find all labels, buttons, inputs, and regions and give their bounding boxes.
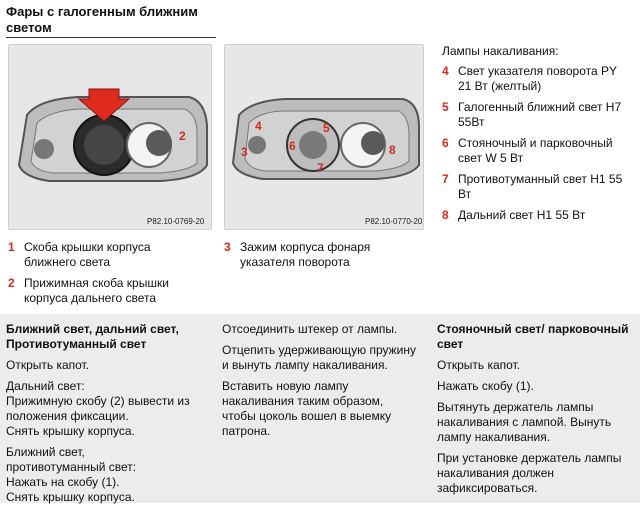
- lamp-4-text: Свет указателя поворота PY 21 Вт (желтый…: [458, 64, 617, 93]
- caption-1-text: Скоба крышки корпуса ближнего света: [24, 240, 151, 269]
- caption-2-text: Прижимная скоба крышки корпуса дальнего …: [24, 276, 169, 305]
- photo1-label-2: 2: [179, 129, 186, 143]
- lamp-item-8: 8 Дальний свет H1 55 Вт: [442, 208, 638, 223]
- column-1-step-3: Ближний свет, противотуманный свет: Нажа…: [6, 445, 137, 504]
- caption-1-number: 1: [8, 240, 15, 254]
- lamp-7-text: Противотуманный свет H1 55 Вт: [458, 172, 623, 201]
- photo2-label-7: 7: [317, 161, 324, 175]
- photo2-label-5: 5: [323, 121, 330, 135]
- lamp-5-text: Галогенный ближний свет H7 55Вт: [458, 100, 622, 129]
- column-1-step-2: Дальний свет: Прижимную скобу (2) вывест…: [6, 379, 190, 438]
- column-2-step-3: Вставить новую лампу накаливания таким о…: [222, 379, 392, 438]
- caption-2-number: 2: [8, 276, 15, 290]
- lamp-5-number: 5: [442, 100, 449, 114]
- lamp-7-number: 7: [442, 172, 449, 186]
- instructions-column-2: Отсоединить штекер от лампы. Отцепить уд…: [222, 322, 418, 445]
- lamp-8-number: 8: [442, 208, 449, 222]
- caption-1: 1 Скоба крышки корпуса ближнего света: [8, 240, 208, 270]
- instructions-column-1: Ближний свет, дальний свет, Противотуман…: [6, 322, 201, 511]
- column-2-step-1: Отсоединить штекер от лампы.: [222, 322, 398, 336]
- photo1-code: P82.10-0769-20: [147, 217, 205, 226]
- photo2-code: P82.10-0770-20: [365, 217, 423, 226]
- lamp-6-number: 6: [442, 136, 449, 150]
- lamp-8-text: Дальний свет H1 55 Вт: [458, 208, 586, 222]
- lamps-heading: Лампы накаливания:: [442, 44, 559, 58]
- photo2-label-8: 8: [389, 143, 396, 157]
- column-1-step-1: Открыть капот.: [6, 358, 90, 372]
- lamp-item-6: 6 Стояночный и парковочный свет W 5 Вт: [442, 136, 638, 166]
- column-3-step-4: При установке держатель лампы накаливани…: [437, 451, 622, 495]
- caption-2: 2 Прижимная скоба крышки корпуса дальнего…: [8, 276, 208, 306]
- lamp-4-number: 4: [442, 64, 449, 78]
- headlamp-photo-2: 4 5 6 7 3 8 P82.10-0770-20: [224, 44, 424, 230]
- lamp-6-text: Стояночный и парковочный свет W 5 Вт: [458, 136, 613, 165]
- lamp-item-7: 7 Противотуманный свет H1 55 Вт: [442, 172, 638, 202]
- title-rule: [6, 37, 216, 38]
- caption-3-number: 3: [224, 240, 231, 254]
- lamp-item-5: 5 Галогенный ближний свет H7 55Вт: [442, 100, 638, 130]
- instructions-panel: Ближний свет, дальний свет, Противотуман…: [0, 314, 640, 504]
- page-title: Фары с галогенным ближним светом: [6, 4, 198, 35]
- column-3-step-2: Нажать скобу (1).: [437, 379, 534, 393]
- column-1-heading: Ближний свет, дальний свет, Противотуман…: [6, 322, 179, 351]
- column-3-heading: Стояночный свет/ парковочный свет: [437, 322, 629, 351]
- photo2-label-3: 3: [241, 145, 248, 159]
- column-2-step-2: Отцепить удерживающую пружину и вынуть л…: [222, 343, 416, 372]
- caption-3: 3 Зажим корпуса фонаря указателя поворота: [224, 240, 424, 270]
- lamp-item-4: 4 Свет указателя поворота PY 21 Вт (желты…: [442, 64, 638, 94]
- caption-3-text: Зажим корпуса фонаря указателя поворота: [240, 240, 371, 269]
- photo2-label-4: 4: [255, 119, 262, 133]
- column-3-step-3: Вытянуть держатель лампы накаливания с л…: [437, 400, 612, 444]
- instructions-column-3: Стояночный свет/ парковочный свет Открыт…: [437, 322, 633, 502]
- headlamp-photo-1: 2 P82.10-0769-20: [8, 44, 212, 230]
- photo2-label-6: 6: [289, 139, 296, 153]
- column-3-step-1: Открыть капот.: [437, 358, 521, 372]
